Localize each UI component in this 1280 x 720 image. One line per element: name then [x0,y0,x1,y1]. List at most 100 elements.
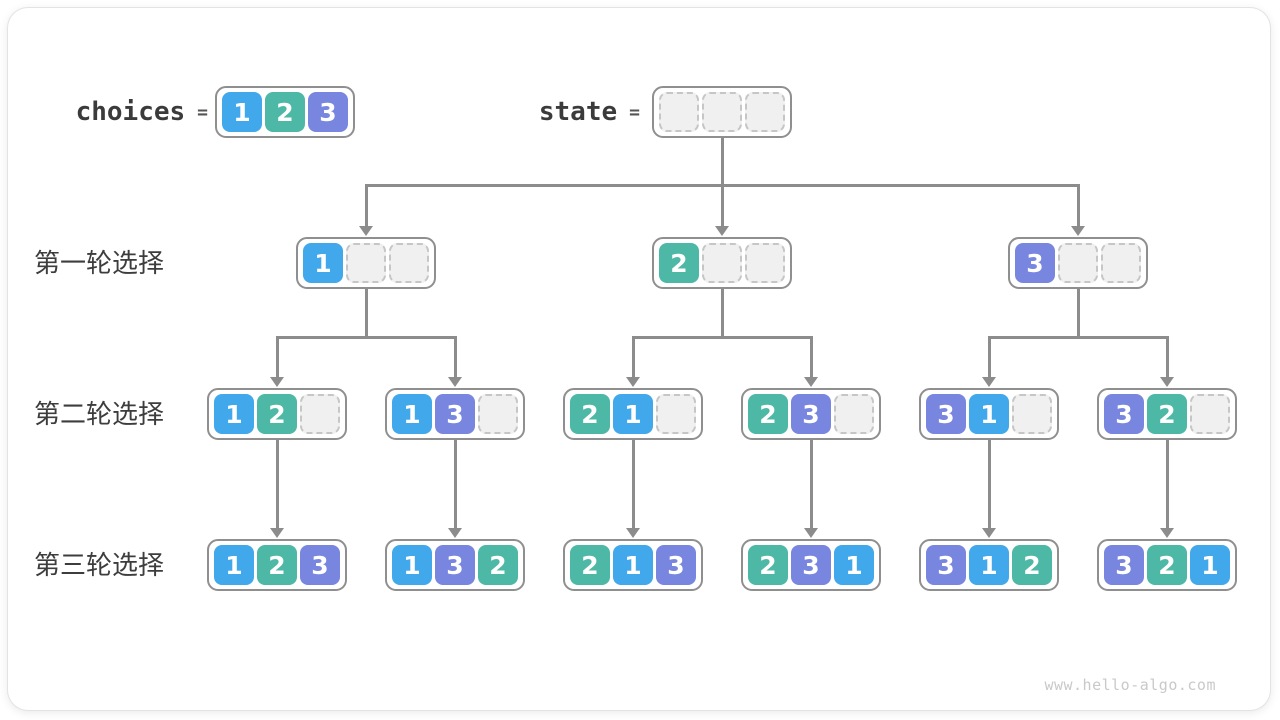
element-cell-2: 2 [570,545,610,585]
connector-line [987,337,991,377]
element-cell-1: 1 [214,394,254,434]
connector-line [1165,337,1169,377]
element-cell-1: 1 [222,92,262,132]
arrowhead-down-icon [1071,226,1085,236]
state-label-group: state = [495,86,640,138]
connector-line [987,440,991,528]
empty-slot [656,394,696,434]
round1-node-1: 1 [296,237,436,289]
empty-slot [1190,394,1230,434]
watermark: www.hello-algo.com [1044,676,1216,694]
connector-line [809,440,813,528]
arrowhead-down-icon [626,528,640,538]
connector-line [720,185,724,226]
connector-line [1076,289,1080,338]
element-cell-2: 2 [659,243,699,283]
element-cell-2: 2 [257,394,297,434]
element-cell-2: 2 [748,394,788,434]
connector-line [631,335,813,339]
empty-slot [389,243,429,283]
element-cell-1: 1 [392,545,432,585]
element-cell-1: 1 [969,545,1009,585]
arrowhead-down-icon [448,377,462,387]
arrowhead-down-icon [359,226,373,236]
round1-node-2: 2 [652,237,792,289]
element-cell-2: 2 [570,394,610,434]
arrowhead-down-icon [804,528,818,538]
empty-slot [346,243,386,283]
element-cell-2: 2 [748,545,788,585]
element-cell-2: 2 [1012,545,1052,585]
element-cell-3: 3 [308,92,348,132]
arrowhead-down-icon [448,528,462,538]
connector-line [453,440,457,528]
element-cell-3: 3 [1015,243,1055,283]
empty-slot [659,92,699,132]
arrowhead-down-icon [1160,528,1174,538]
element-cell-3: 3 [1104,394,1144,434]
connector-line [720,138,724,186]
element-cell-3: 3 [300,545,340,585]
element-cell-1: 1 [392,394,432,434]
connector-line [453,337,457,377]
element-cell-3: 3 [656,545,696,585]
state-array [652,86,792,138]
element-cell-1: 1 [303,243,343,283]
round-2-label: 第二轮选择 [34,399,165,429]
element-cell-3: 3 [435,394,475,434]
connector-line [1076,185,1080,226]
round-3-label: 第三轮选择 [34,550,165,580]
empty-slot [478,394,518,434]
empty-slot [1101,243,1141,283]
equals-icon: = [629,101,640,123]
connector-line [987,335,1169,339]
connector-line [364,289,368,338]
arrowhead-down-icon [982,377,996,387]
connector-line [275,337,279,377]
element-cell-2: 2 [1147,394,1187,434]
element-cell-1: 1 [1190,545,1230,585]
empty-slot [1058,243,1098,283]
element-cell-3: 3 [791,394,831,434]
connector-line [631,440,635,528]
connector-line [275,335,457,339]
element-cell-3: 3 [435,545,475,585]
element-cell-3: 3 [1104,545,1144,585]
arrowhead-down-icon [270,528,284,538]
choices-label-group: choices = [40,86,208,138]
empty-slot [702,92,742,132]
element-cell-3: 3 [926,545,966,585]
round1-node-3: 3 [1008,237,1148,289]
element-cell-1: 1 [834,545,874,585]
empty-slot [745,243,785,283]
element-cell-1: 1 [214,545,254,585]
arrowhead-down-icon [626,377,640,387]
connector-line [631,337,635,377]
element-cell-1: 1 [613,545,653,585]
empty-slot [834,394,874,434]
element-cell-1: 1 [613,394,653,434]
choices-label: choices [75,97,186,127]
arrowhead-down-icon [270,377,284,387]
connector-line [275,440,279,528]
arrowhead-down-icon [804,377,818,387]
arrowhead-down-icon [982,528,996,538]
connector-line [720,289,724,338]
arrowhead-down-icon [715,226,729,236]
element-cell-2: 2 [265,92,305,132]
empty-slot [1012,394,1052,434]
empty-slot [745,92,785,132]
arrowhead-down-icon [1160,377,1174,387]
